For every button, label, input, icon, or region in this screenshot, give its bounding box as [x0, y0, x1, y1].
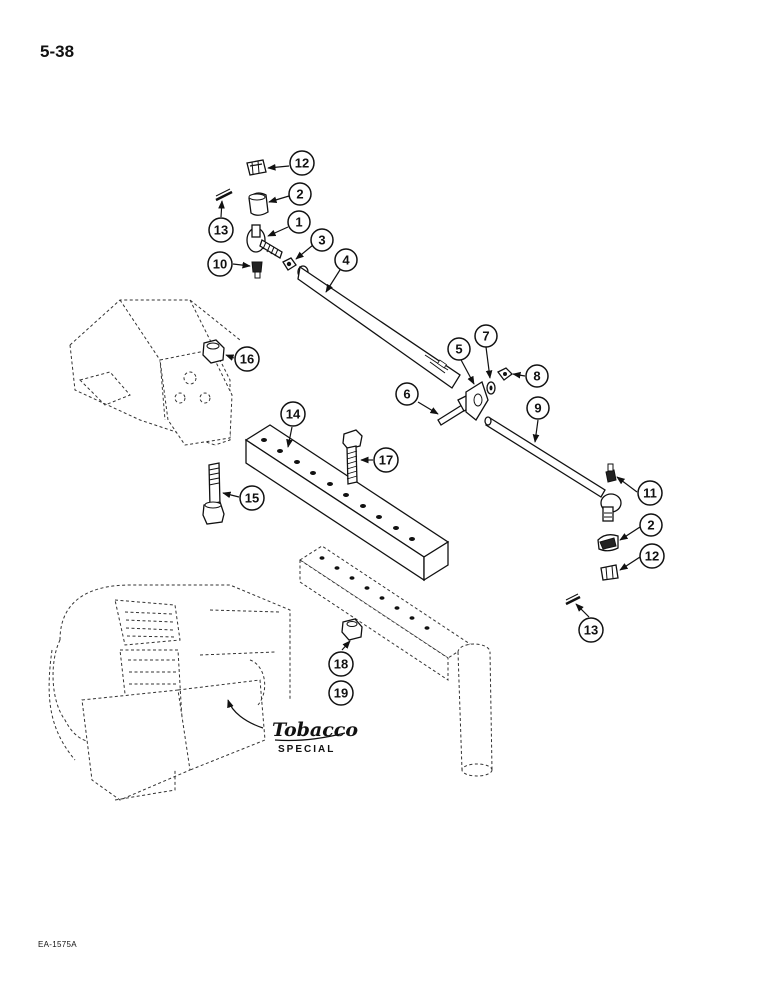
callout-2-left: 2: [288, 182, 312, 206]
figure-code: EA-1575A: [38, 940, 77, 949]
svg-text:15: 15: [245, 491, 259, 506]
tractor-ghost: [48, 584, 291, 801]
cotter-pin-left: [215, 188, 233, 202]
tobacco-special-logo: Tobacco SPECIAL: [272, 719, 358, 755]
callout-9: 9: [526, 396, 550, 420]
axle-extension-bar: [244, 424, 450, 582]
tobacco-special-extension: [299, 545, 493, 777]
castle-nut-right: [600, 564, 619, 581]
clamp-washer: [486, 381, 496, 395]
callout-6: 6: [395, 382, 419, 406]
castle-nut-left: [246, 159, 267, 176]
tie-rod-end-left: [246, 224, 283, 259]
svg-text:Tobacco: Tobacco: [272, 719, 358, 741]
svg-text:11: 11: [643, 486, 657, 501]
svg-text:13: 13: [214, 223, 228, 238]
svg-text:6: 6: [403, 387, 410, 402]
callout-11: 11: [637, 480, 663, 506]
lock-nut-18: [341, 618, 363, 641]
front-axle-ghost: [69, 299, 241, 446]
bolt-17: [342, 429, 363, 485]
callout-13-left: 13: [208, 217, 234, 243]
tie-rod-inner: [484, 416, 606, 498]
dust-boot-left: [248, 192, 269, 216]
lock-nut-16: [202, 339, 225, 364]
grease-fitting-left: [251, 261, 263, 279]
dust-boot-right: [597, 534, 619, 552]
svg-text:10: 10: [213, 257, 227, 272]
svg-text:8: 8: [533, 369, 540, 384]
svg-text:SPECIAL: SPECIAL: [278, 744, 335, 755]
page-number: 5-38: [40, 42, 75, 61]
leader-lines: [218, 163, 641, 729]
svg-text:13: 13: [584, 623, 598, 638]
svg-text:2: 2: [647, 518, 654, 533]
callout-12-left: 12: [289, 150, 315, 176]
tie-rod-end-right: [600, 493, 622, 522]
svg-text:18: 18: [334, 657, 348, 672]
svg-text:17: 17: [379, 453, 393, 468]
clamp-nut: [497, 367, 513, 381]
grease-fitting-right: [605, 463, 617, 483]
callout-17: 17: [373, 447, 399, 473]
callout-1: 1: [287, 210, 311, 234]
svg-text:4: 4: [342, 253, 350, 268]
callout-10: 10: [207, 251, 233, 277]
callout-19: 19: [328, 680, 354, 706]
callout-4: 4: [334, 248, 358, 272]
svg-text:9: 9: [534, 401, 541, 416]
callout-5: 5: [447, 337, 471, 361]
svg-text:19: 19: [334, 686, 348, 701]
bolt-15: [202, 462, 225, 525]
cotter-pin-right: [565, 593, 581, 606]
svg-text:12: 12: [645, 549, 659, 564]
callout-7: 7: [474, 324, 498, 348]
svg-text:5: 5: [455, 342, 462, 357]
jam-nut-left: [282, 257, 297, 271]
svg-text:7: 7: [482, 329, 489, 344]
svg-text:14: 14: [286, 407, 301, 422]
callout-16: 16: [234, 346, 260, 372]
callout-8: 8: [525, 364, 549, 388]
tie-rod-tube: [297, 265, 461, 389]
svg-text:16: 16: [240, 352, 254, 367]
callout-3: 3: [310, 228, 334, 252]
callout-2-right: 2: [639, 513, 663, 537]
callout-18: 18: [328, 651, 354, 677]
svg-text:12: 12: [295, 156, 309, 171]
tube-clamp: [465, 381, 489, 421]
callout-15: 15: [239, 485, 265, 511]
callout-14: 14: [280, 401, 306, 427]
callout-12-right: 12: [639, 543, 665, 569]
svg-text:2: 2: [296, 187, 303, 202]
callout-13-right: 13: [578, 617, 604, 643]
svg-text:1: 1: [295, 215, 302, 230]
svg-text:3: 3: [318, 233, 325, 248]
